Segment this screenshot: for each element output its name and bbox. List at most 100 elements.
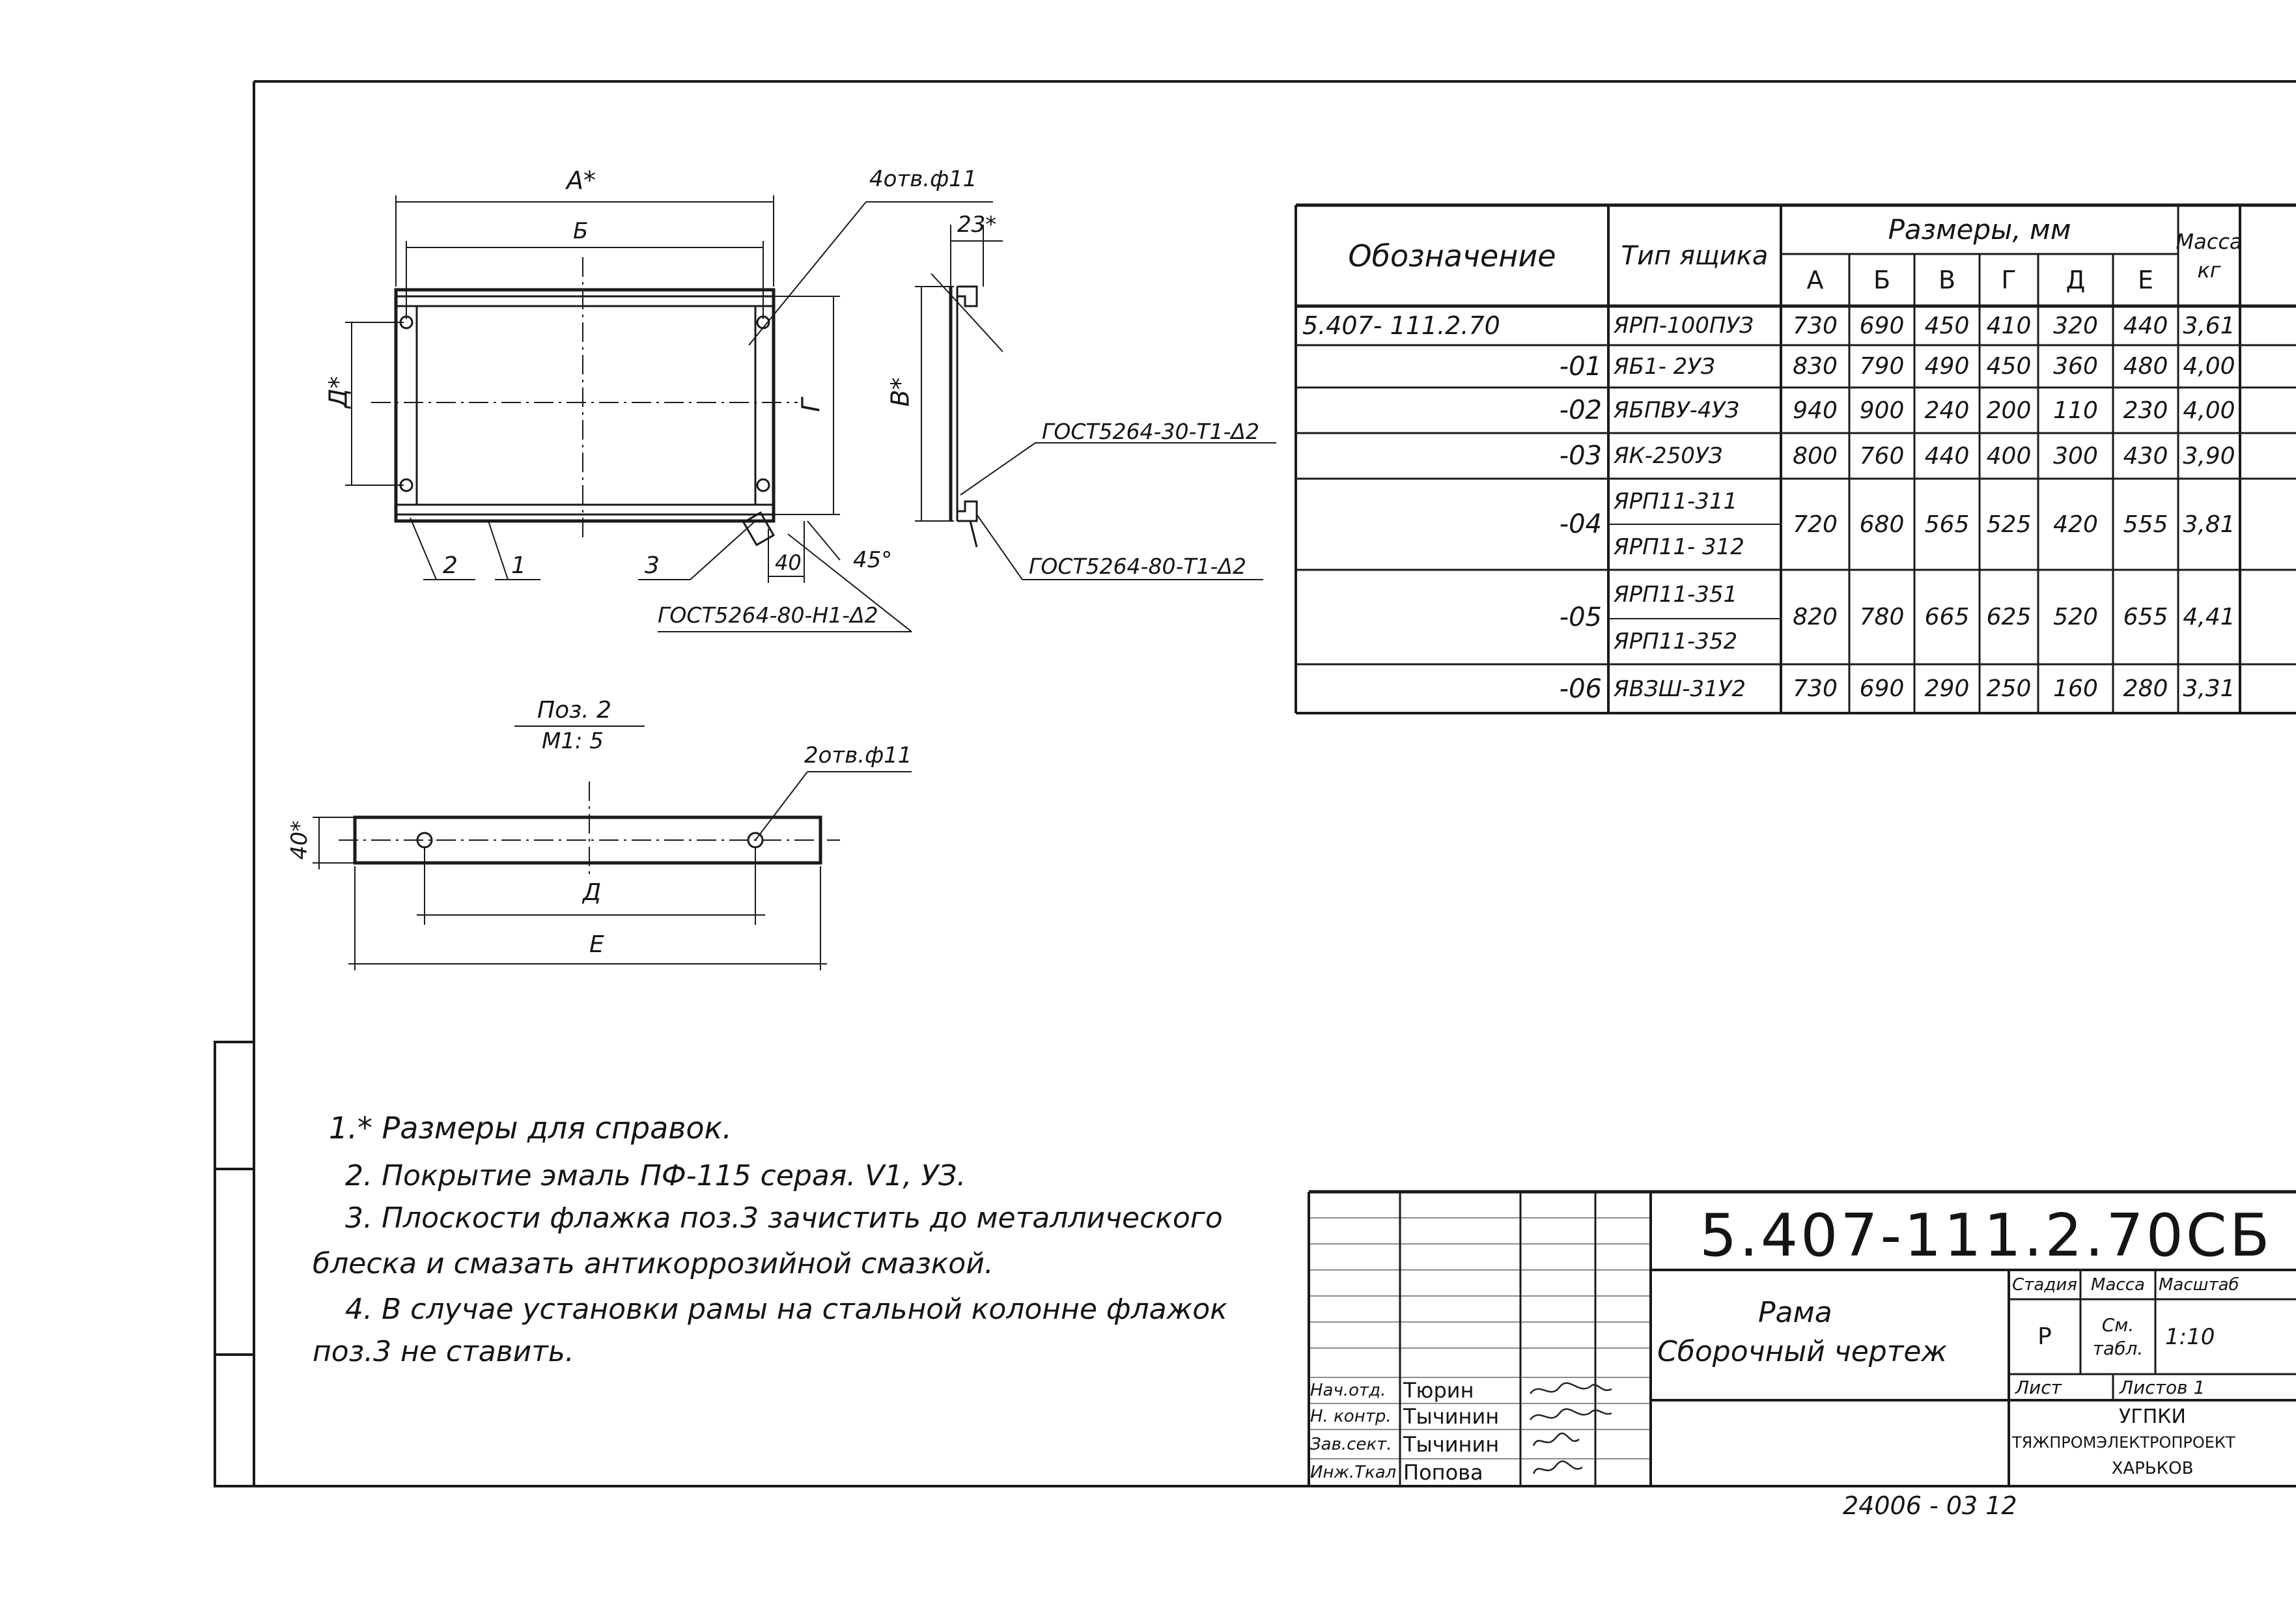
- row3-mass: 3,90: [2183, 442, 2235, 470]
- role-3: Зав.сект.: [1310, 1434, 1392, 1454]
- org-line-2: ТЯЖПРОМЭЛЕКТРОПРОЕКТ: [2012, 1433, 2235, 1452]
- holes-4-label: 4отв.ф11: [869, 166, 977, 192]
- position-2-label: 2: [443, 552, 458, 579]
- angle-45-label: 45°: [853, 547, 893, 573]
- detail-dim-d: Д: [583, 879, 602, 906]
- row0-mass: 3,61: [2183, 312, 2235, 339]
- detail-title: Поз. 2: [537, 697, 612, 724]
- row0-a: 730: [1793, 312, 1838, 339]
- frame-front-view: [345, 195, 993, 632]
- row4-e: 555: [2123, 511, 2168, 538]
- row2-designation: -02: [1559, 395, 1602, 425]
- signature-1: [1530, 1382, 1612, 1394]
- scale-label: Масштаб: [2159, 1274, 2239, 1295]
- note-3: 3. Плоскости флажка поз.3 зачистить до м…: [345, 1202, 1223, 1235]
- col-b: Б: [1873, 266, 1891, 294]
- scale-value: 1:10: [2165, 1323, 2215, 1350]
- row0-type: ЯРП-100ПУЗ: [1614, 313, 1754, 339]
- row6-mass: 3,31: [2183, 675, 2235, 702]
- row0-e: 440: [2123, 312, 2168, 339]
- row2-d: 110: [2053, 397, 2098, 424]
- row4-g: 525: [1986, 511, 2032, 538]
- row0-d: 320: [2053, 312, 2098, 339]
- row2-v: 240: [1924, 397, 1970, 424]
- note-2: 2. Покрытие эмаль ПФ-115 серая. V1, УЗ.: [345, 1159, 966, 1192]
- row0-g: 410: [1986, 312, 2032, 339]
- org-line-1: УГПКИ: [2119, 1405, 2186, 1428]
- role-4: Инж.Ткал: [1310, 1463, 1397, 1482]
- detail-h40-label: 40*: [287, 820, 313, 860]
- name-2: Тычинин: [1403, 1404, 1500, 1429]
- position-1-label: 1: [511, 552, 526, 579]
- header-dimensions: Размеры, мм: [1888, 214, 2071, 246]
- row1-g: 450: [1986, 353, 2032, 380]
- dim-a-label: A*: [567, 166, 596, 195]
- row6-e: 280: [2123, 675, 2168, 702]
- row2-a: 940: [1793, 397, 1838, 424]
- row3-designation: -03: [1559, 441, 1602, 471]
- signature-scribbles: [1530, 1382, 1612, 1474]
- row5-b: 780: [1859, 604, 1905, 630]
- name-4: Попова: [1403, 1460, 1483, 1485]
- row1-type: ЯБ1- 2УЗ: [1614, 353, 1715, 380]
- weld-note-1: ГОСТ5264-30-Т1-Δ2: [1042, 419, 1259, 444]
- row1-d: 360: [2053, 353, 2098, 380]
- row2-mass: 4,00: [2183, 397, 2235, 424]
- col-g: Г: [2001, 266, 2017, 294]
- row4-type-1: ЯРП11-311: [1614, 488, 1738, 514]
- row1-a: 830: [1793, 353, 1838, 380]
- dim-23-label: 23*: [957, 212, 997, 238]
- row5-v: 665: [1924, 604, 1970, 630]
- signature-2: [1530, 1408, 1612, 1420]
- signature-4: [1532, 1460, 1583, 1474]
- dim-b-label: Б: [573, 218, 589, 244]
- row1-b: 790: [1859, 353, 1905, 380]
- weld-note-3: ГОСТ5264-80-Н1-Δ2: [658, 602, 878, 628]
- row5-e: 655: [2123, 604, 2168, 630]
- row6-designation: -06: [1559, 673, 1602, 704]
- row3-a: 800: [1793, 442, 1838, 470]
- row4-b: 680: [1859, 511, 1905, 538]
- dim-40-label: 40: [775, 550, 802, 575]
- col-v: В: [1938, 266, 1956, 294]
- row5-mass: 4,41: [2183, 604, 2235, 630]
- position-3-label: 3: [645, 552, 660, 579]
- detail-scale: М1: 5: [542, 728, 604, 754]
- row0-designation: 5.407- 111.2.70: [1302, 311, 1500, 340]
- signature-3: [1532, 1432, 1580, 1446]
- row5-a: 820: [1793, 604, 1838, 630]
- holes-2-label: 2отв.ф11: [804, 742, 912, 768]
- note-4-cont: поз.3 не ставить.: [313, 1335, 574, 1368]
- row6-g: 250: [1986, 675, 2032, 702]
- row2-e: 230: [2123, 397, 2168, 424]
- row5-designation: -05: [1559, 602, 1602, 632]
- row3-e: 430: [2123, 442, 2168, 470]
- mass-label: Масса: [2091, 1274, 2145, 1295]
- drawing-name-2: Сборочный чертеж: [1657, 1335, 1948, 1368]
- header-mass: Масса кг: [2176, 229, 2243, 283]
- dim-d-label: Д*: [324, 376, 353, 408]
- row0-b: 690: [1859, 312, 1905, 339]
- note-1: 1.* Размеры для справок.: [329, 1110, 732, 1146]
- row3-v: 440: [1924, 442, 1970, 470]
- row4-d: 420: [2053, 511, 2098, 538]
- detail-pos2-view: [313, 725, 912, 970]
- dim-g-label: Г: [796, 398, 826, 412]
- drawing-name-1: Рама: [1758, 1296, 1832, 1329]
- row4-type-2: ЯРП11- 312: [1614, 534, 1744, 560]
- row0-v: 450: [1924, 312, 1970, 339]
- org-line-3: ХАРЬКОВ: [2111, 1459, 2194, 1478]
- mass-value: См. табл.: [2092, 1314, 2144, 1359]
- name-3: Тычинин: [1403, 1431, 1500, 1457]
- row2-type: ЯБПВУ-4УЗ: [1614, 397, 1739, 423]
- note-3-cont: блеска и смазать антикоррозийной смазкой…: [313, 1247, 994, 1280]
- sheets-label: Листов 1: [2120, 1376, 2205, 1398]
- stage-label: Стадия: [2012, 1274, 2077, 1295]
- row2-g: 200: [1986, 397, 2032, 424]
- row1-mass: 4,00: [2183, 353, 2235, 380]
- weld-note-2: ГОСТ5264-80-Т1-Δ2: [1029, 554, 1246, 579]
- role-1: Нач.отд.: [1310, 1381, 1386, 1400]
- header-designation: Обозначение: [1348, 238, 1556, 274]
- header-type: Тип ящика: [1621, 240, 1769, 271]
- row1-designation: -01: [1559, 351, 1602, 382]
